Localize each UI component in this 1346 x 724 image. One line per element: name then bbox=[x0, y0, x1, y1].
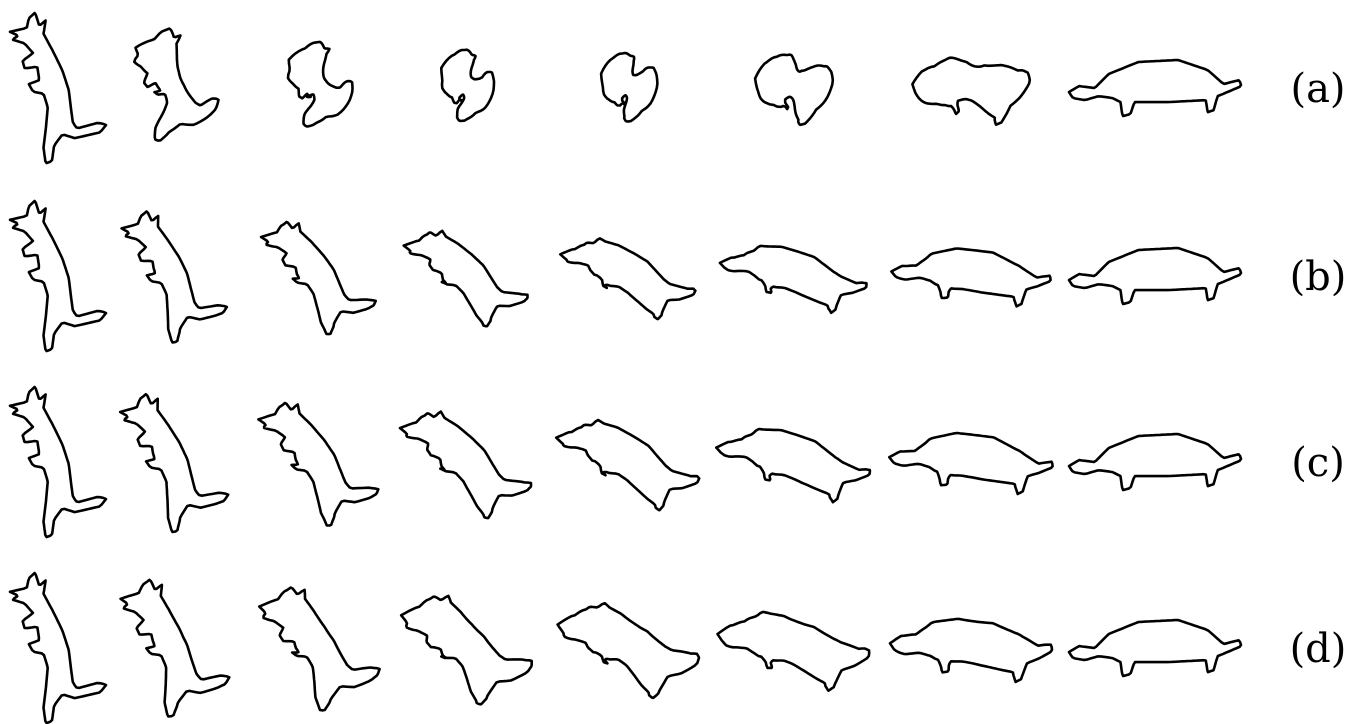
morph-frame-8 bbox=[1069, 248, 1241, 304]
morph-frame-8 bbox=[1069, 434, 1241, 490]
morph-frame-5 bbox=[558, 603, 699, 698]
row-label: (b) bbox=[1290, 254, 1346, 300]
row-label: (c) bbox=[1291, 440, 1345, 486]
morph-frame-6 bbox=[720, 246, 867, 313]
morph-row-d: (d) bbox=[10, 573, 1346, 723]
morph-frame-8 bbox=[1069, 620, 1241, 676]
morph-frame-1 bbox=[10, 13, 106, 163]
morph-frame-7 bbox=[889, 433, 1052, 494]
morph-frame-2 bbox=[122, 212, 227, 343]
morph-frame-7 bbox=[912, 58, 1029, 125]
morph-frame-5 bbox=[601, 53, 657, 121]
morph-row-b: (b) bbox=[10, 201, 1346, 351]
morph-frame-6 bbox=[755, 55, 833, 125]
morph-frame-4 bbox=[400, 412, 531, 518]
row-label: (d) bbox=[1290, 626, 1346, 672]
morph-frame-4 bbox=[404, 231, 528, 326]
morph-frame-5 bbox=[556, 420, 699, 510]
morph-frame-6 bbox=[716, 429, 870, 502]
morph-frame-1 bbox=[10, 201, 106, 351]
morph-frame-7 bbox=[890, 619, 1052, 682]
morph-frame-3 bbox=[261, 222, 376, 334]
morph-frame-2 bbox=[134, 29, 218, 141]
morph-frame-1 bbox=[10, 387, 106, 537]
morph-frame-6 bbox=[718, 612, 870, 691]
morph-frame-5 bbox=[560, 238, 695, 319]
morph-frame-7 bbox=[891, 249, 1050, 307]
morph-frame-8 bbox=[1069, 60, 1241, 116]
morph-frame-3 bbox=[288, 42, 353, 127]
morph-frame-2 bbox=[120, 394, 228, 532]
morph-frame-1 bbox=[10, 573, 106, 723]
row-label: (a) bbox=[1290, 66, 1345, 112]
morph-frame-3 bbox=[258, 403, 378, 526]
morph-frame-3 bbox=[259, 588, 379, 711]
morph-row-a: (a) bbox=[10, 13, 1346, 163]
morph-frame-4 bbox=[441, 50, 494, 121]
morph-row-c: (c) bbox=[10, 387, 1345, 537]
morph-frame-4 bbox=[401, 596, 532, 704]
morph-frame-2 bbox=[121, 580, 230, 717]
